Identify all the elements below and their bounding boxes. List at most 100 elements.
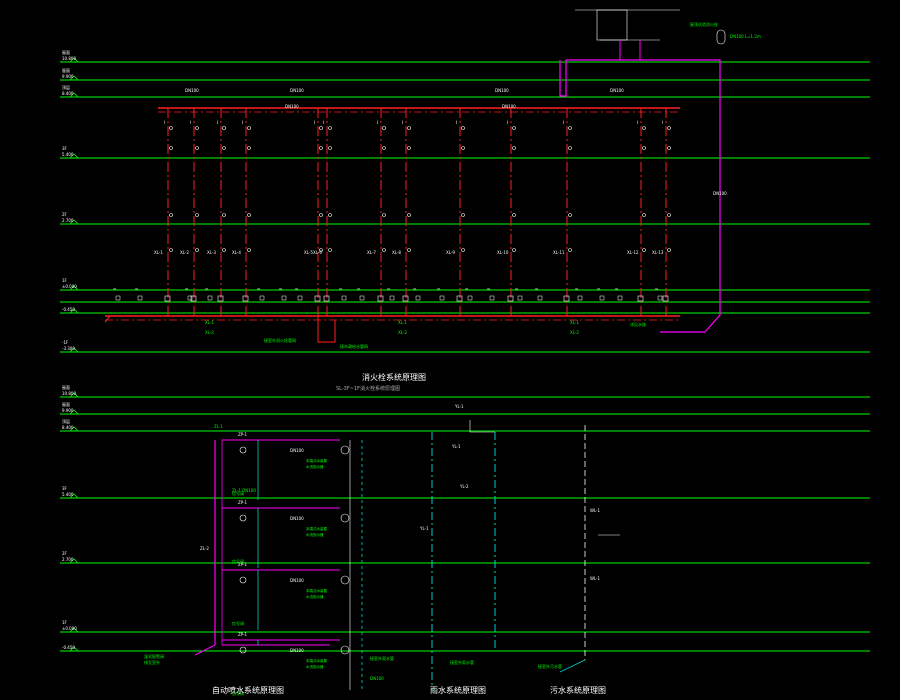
fitting-icon — [537, 295, 543, 301]
riser-label: ZP-1 — [238, 500, 248, 505]
fitting-icon — [341, 295, 347, 301]
floor-elevation-label: ±0.000 — [62, 626, 77, 631]
outlet-pipe — [317, 316, 336, 343]
level-marker — [69, 627, 79, 633]
floor-name-label: 屋面 — [62, 384, 70, 390]
floor-name-label: 3F — [62, 486, 68, 491]
level-marker — [69, 308, 79, 314]
riser-tick: I — [217, 120, 218, 125]
floor-elevation-label: -0.450 — [62, 307, 75, 312]
pipe-size-label: DN100 — [495, 88, 509, 93]
riser-label: XL-4 — [232, 250, 241, 255]
riser-label: WL-1 — [590, 508, 601, 513]
fitting-label: XL — [185, 287, 189, 291]
floor-elevation-label: ±0.000 — [62, 284, 77, 289]
valve-icon — [662, 295, 669, 302]
level-marker — [69, 219, 79, 225]
riser-tag: XL-1 — [398, 320, 407, 325]
note-label: 水流指示器 — [306, 464, 324, 469]
hydrant-marker — [382, 146, 386, 150]
hydrant-marker — [667, 146, 671, 150]
riser-label: ZP-1 — [238, 562, 248, 567]
floor-name-label: 1F — [62, 278, 68, 283]
floor-elevation-label: 10.800 — [62, 391, 76, 396]
pipe-size-label: DN100 — [290, 578, 304, 583]
hydrant-marker — [568, 126, 572, 130]
riser-label: YL-1 — [451, 444, 461, 449]
hydrant-marker — [642, 248, 646, 252]
fitting-label: XL — [535, 287, 539, 291]
level-marker — [69, 347, 79, 353]
hydrant-marker — [512, 213, 516, 217]
hydrant-marker — [328, 248, 332, 252]
floor-elevation-label: 5.400 — [62, 152, 74, 157]
riser-label: XL-5 — [304, 250, 313, 255]
fitting-label: XL — [515, 287, 519, 291]
top-diagram-subtitle: SL-3F~1F消火栓系统原理图 — [336, 385, 400, 392]
hydrant-marker — [169, 248, 173, 252]
hydrant-marker — [195, 248, 199, 252]
sprinkler-diagram-title: 自动喷水系统原理图 — [212, 685, 284, 695]
hydrant-marker — [407, 126, 411, 130]
note-label: 信号阀 — [232, 558, 244, 564]
floor-name-label: -1F — [62, 340, 69, 345]
fitting-label: XL — [437, 287, 441, 291]
hydrant-marker — [512, 126, 516, 130]
level-marker — [69, 426, 79, 432]
rain-diagram-title: 雨水系统原理图 — [430, 685, 486, 695]
fitting-icon — [281, 295, 287, 301]
riser-tick: I — [164, 120, 165, 125]
hydrant-marker — [195, 146, 199, 150]
hydrant-marker — [512, 146, 516, 150]
riser-label: ZL-1 DN100 — [232, 488, 256, 493]
note-label: 末端试水装置 — [306, 658, 327, 663]
hydrant-marker — [461, 146, 465, 150]
fitting-label: XL — [413, 287, 417, 291]
valve-icon — [377, 295, 384, 302]
hydrant-marker — [222, 213, 226, 217]
valve-icon — [217, 295, 224, 302]
note-label: 末端试水装置 — [306, 458, 327, 463]
floor-name-label: 屋面 — [62, 401, 70, 407]
fitting-icon — [439, 295, 445, 301]
test-valve-icon — [340, 575, 350, 585]
sewage-diagram-title: 污水系统原理图 — [550, 685, 606, 695]
hydrant-marker — [319, 248, 323, 252]
note-label: 水流指示器 — [306, 664, 324, 669]
hydrant-marker — [222, 248, 226, 252]
level-marker — [69, 646, 79, 652]
note-label: 末端试水装置 — [306, 526, 327, 531]
floor-name-label: 1F — [62, 620, 68, 625]
valve-icon — [242, 295, 249, 302]
note-label: 信号阀 — [232, 620, 244, 626]
fitting-label: XL — [339, 287, 343, 291]
hydrant-marker — [222, 146, 226, 150]
hydrant-marker — [382, 248, 386, 252]
riser-tick: I — [662, 120, 663, 125]
note-label: 排至室外 — [144, 659, 160, 665]
fitting-icon — [187, 295, 193, 301]
valve-icon — [507, 295, 514, 302]
floor-elevation-label: 9.900 — [62, 74, 74, 79]
pipe-size-label: DN100 — [502, 104, 516, 109]
valve-icon — [190, 295, 197, 302]
flow-indicator-icon — [239, 514, 247, 522]
roof-tank — [596, 9, 628, 41]
hydrant-marker — [461, 126, 465, 130]
hydrant-marker — [407, 146, 411, 150]
test-valve-icon — [340, 645, 350, 655]
level-marker — [69, 493, 79, 499]
note-label: 接室外消火栓管网 — [264, 337, 296, 343]
fitting-label: XL — [205, 287, 209, 291]
floor-elevation-label: 8.400 — [62, 91, 74, 96]
test-valve-icon — [340, 445, 350, 455]
riser-label: YL-1 — [454, 404, 464, 409]
hydrant-marker — [568, 146, 572, 150]
hydrant-marker — [195, 126, 199, 130]
test-valve-icon — [340, 513, 350, 523]
hydrant-marker — [195, 213, 199, 217]
valve-icon — [563, 295, 570, 302]
note-label: 水流指示器 — [306, 532, 324, 537]
riser-tick: I — [190, 120, 191, 125]
